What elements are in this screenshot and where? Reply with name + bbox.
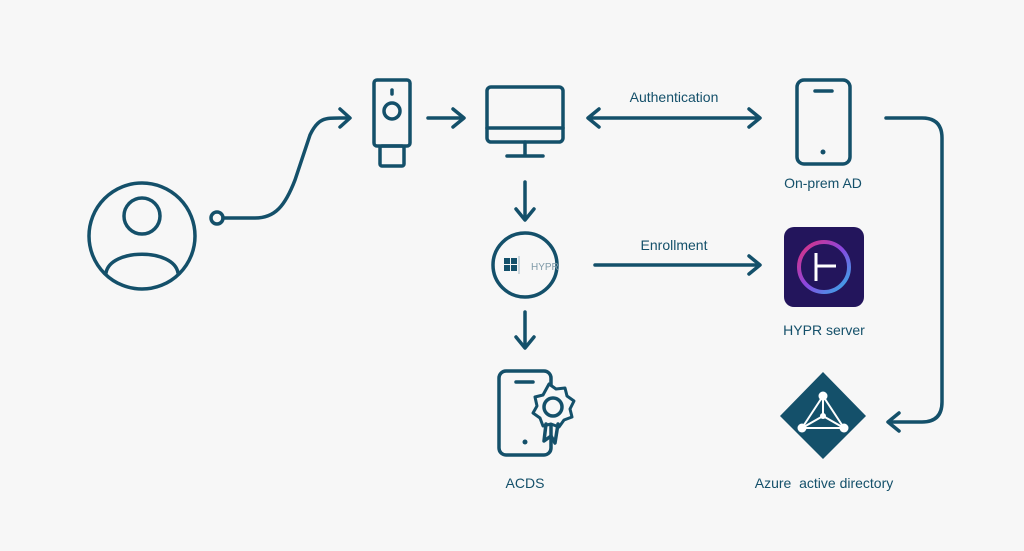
hypr-logo-text: HYPR — [531, 262, 559, 273]
windows-to-acds-arrow — [514, 310, 536, 350]
onprem-to-azure-arrow — [884, 116, 944, 433]
enrollment-arrow — [593, 254, 762, 276]
mobile-phone-icon — [795, 78, 852, 166]
usb-security-key-icon — [372, 78, 412, 168]
hypr-logo-icon — [784, 227, 864, 307]
enrollment-label: Enrollment — [640, 237, 708, 253]
user-circle-icon — [87, 181, 197, 291]
key-to-computer-arrow — [426, 107, 466, 129]
windows-hypr-icon: HYPR — [491, 231, 559, 299]
authentication-arrow — [586, 107, 762, 129]
computer-to-windows-arrow — [514, 180, 536, 222]
onprem-ad-label: On-prem AD — [784, 175, 862, 191]
phone-certificate-icon — [497, 369, 576, 457]
hypr-server-label: HYPR server — [783, 322, 865, 338]
azure-ad-label: Azure active directory — [754, 475, 894, 491]
user-to-key-connector — [209, 107, 352, 226]
monitor-icon — [485, 85, 565, 158]
acds-label: ACDS — [505, 475, 545, 491]
azure-ad-icon — [780, 372, 866, 459]
authentication-label: Authentication — [629, 89, 719, 105]
